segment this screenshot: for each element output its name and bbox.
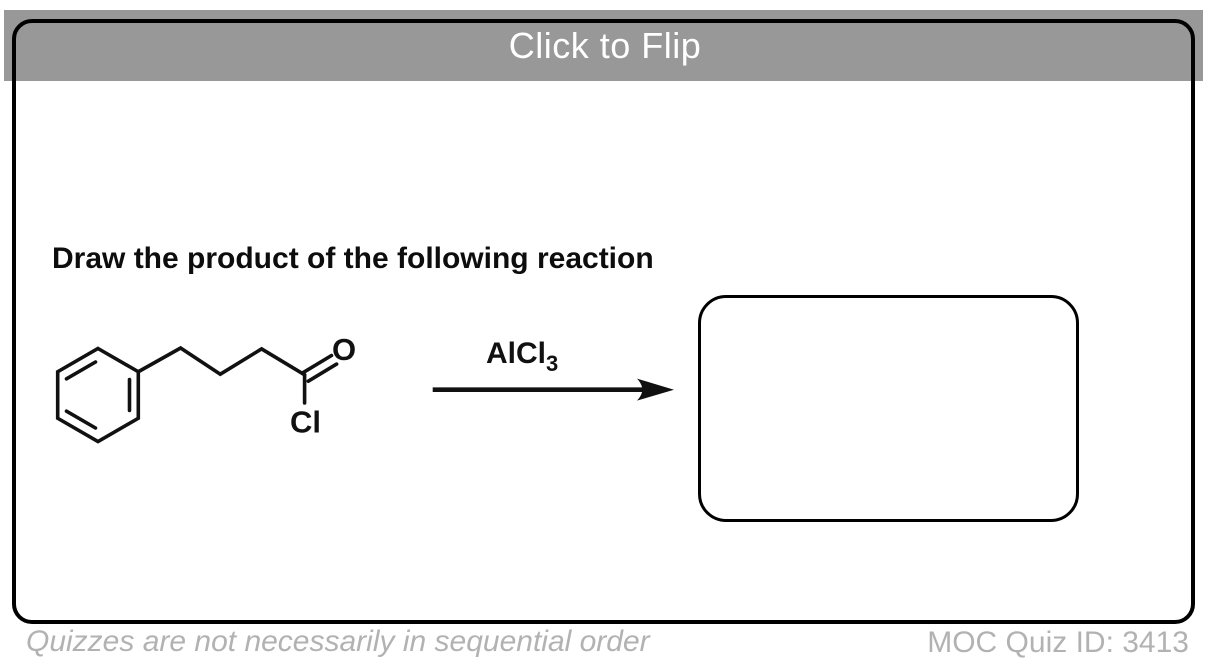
svg-text:Cl: Cl [290, 405, 321, 440]
svg-text:O: O [332, 332, 356, 367]
